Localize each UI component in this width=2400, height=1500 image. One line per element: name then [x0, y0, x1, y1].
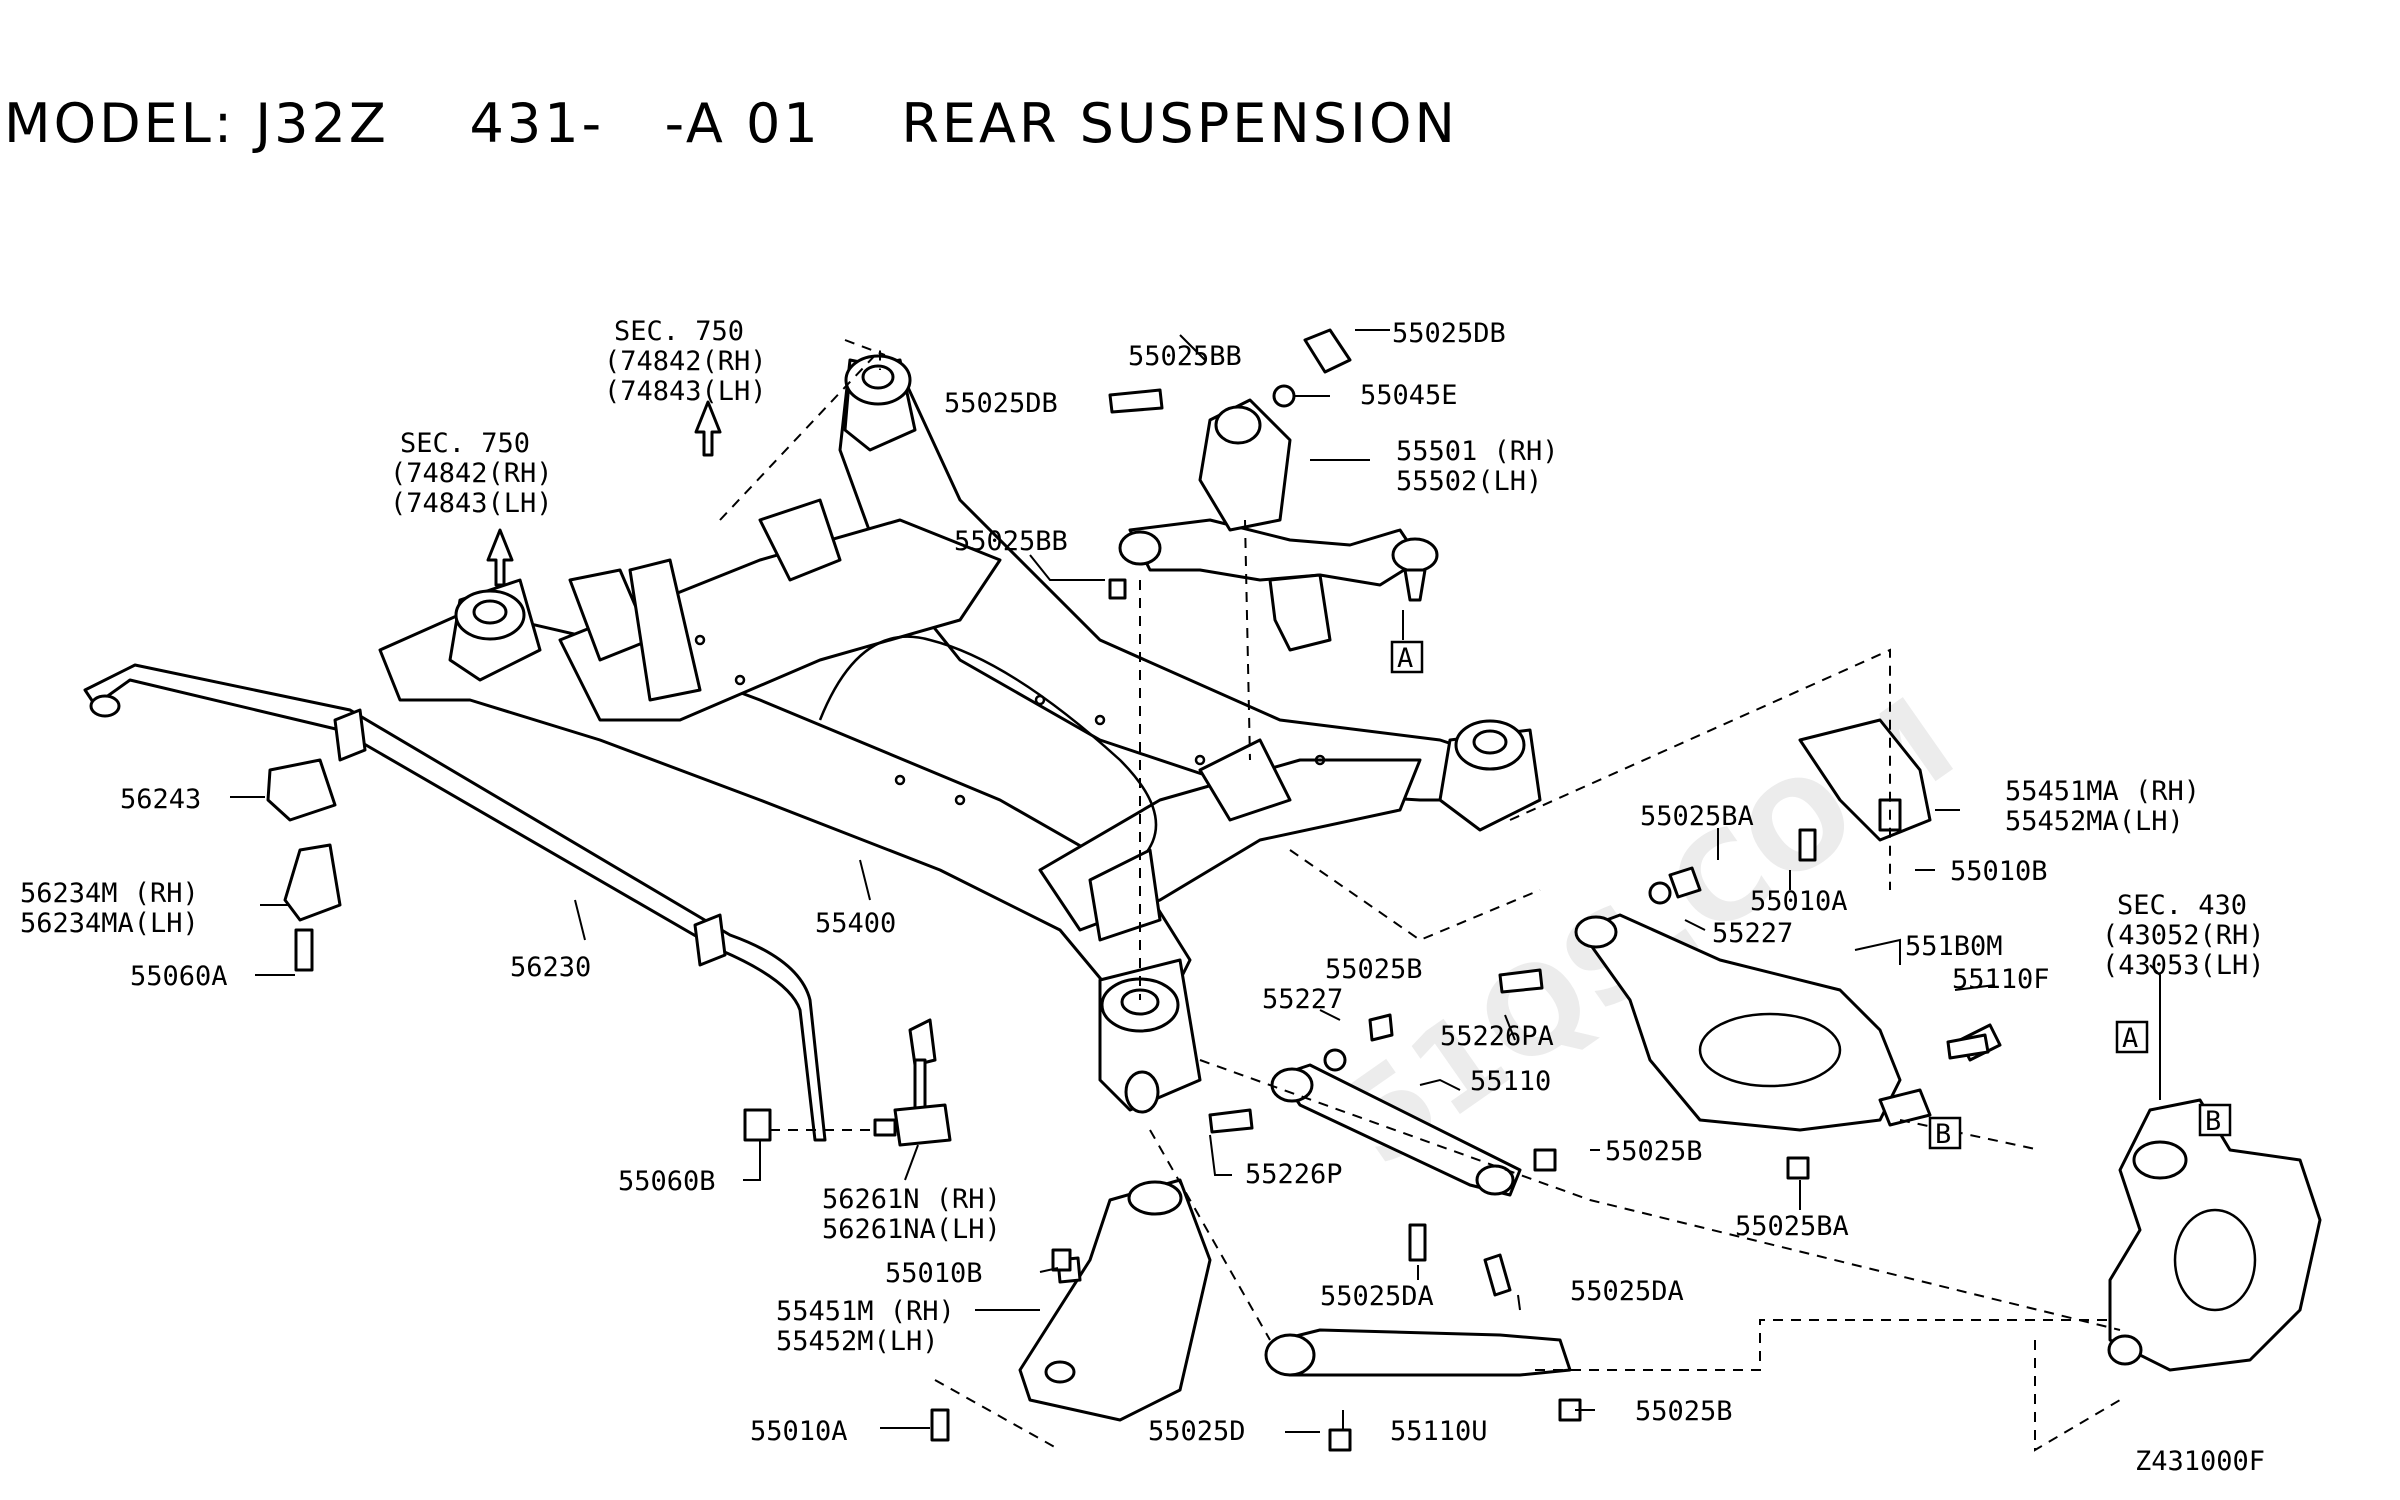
part-label-55025BA-top: 55025BA — [1640, 801, 1754, 832]
upper-arm-drawing — [1118, 398, 1439, 652]
part-label-55227-b: 55227 — [1262, 984, 1343, 1015]
part-label-55451MA: 55451MA (RH) — [2005, 776, 2200, 807]
upper-plate-55451MA-drawing — [1798, 718, 1932, 862]
part-label-55110: 55110 — [1470, 1066, 1551, 1097]
part-label-55010A-mid: 55010A — [1750, 886, 1848, 917]
subframe-drawing — [378, 354, 1542, 1114]
part-label-56234M: 56234M (RH) — [20, 878, 199, 909]
part-label-55025B-b: 55025B — [1605, 1136, 1703, 1167]
sec-750-lower-title: SEC. 750 — [400, 428, 530, 459]
part-label-55045E: 55045E — [1360, 380, 1458, 411]
part-label-55025DB-top: 55025DB — [1392, 318, 1506, 349]
part-label-56243: 56243 — [120, 784, 201, 815]
part-labels: 55025DB 55025BB 55025DB 55045E 55501 (RH… — [20, 318, 2200, 1447]
part-label-55025D: 55025D — [1148, 1416, 1246, 1447]
diagram-code: Z431000F — [2135, 1446, 2265, 1477]
callout-A-knuckle: A — [2115, 1020, 2149, 1054]
lateral-link-55110-drawing — [1270, 1063, 1522, 1197]
part-label-55025BA-low: 55025BA — [1735, 1211, 1849, 1242]
stabilizer-mounts-drawing — [266, 758, 772, 1142]
part-label-55010B-right: 55010B — [1950, 856, 2048, 887]
part-label-55226P: 55226P — [1245, 1159, 1343, 1190]
part-label-55010A-low: 55010A — [750, 1416, 848, 1447]
sec-750-upper-lh: (74843(LH) — [604, 376, 767, 407]
part-label-55025BB-mid: 55025BB — [954, 526, 1068, 557]
fasteners-drawing — [1051, 328, 1990, 1422]
part-label-55452M: 55452M(LH) — [776, 1326, 939, 1357]
sec-750-lower-rh: (74842(RH) — [390, 458, 553, 489]
part-label-56261NA: 56261NA(LH) — [822, 1214, 1001, 1245]
leader-lines — [230, 329, 2161, 1452]
part-label-55226PA: 55226PA — [1440, 1021, 1554, 1052]
sec-430-rh: (43052(RH) — [2102, 920, 2265, 951]
sec-430-title: SEC. 430 — [2117, 890, 2247, 921]
part-label-55025DA-b: 55025DA — [1570, 1276, 1684, 1307]
sec-750-upper-rh: (74842(RH) — [604, 346, 767, 377]
svg-text:B: B — [2205, 1106, 2221, 1137]
section-ref-430: SEC. 430 (43052(RH) (43053(LH) — [2102, 890, 2265, 981]
part-label-55025BB-top: 55025BB — [1128, 341, 1242, 372]
sec-430-lh: (43053(LH) — [2102, 950, 2265, 981]
part-label-55227-a: 55227 — [1712, 918, 1793, 949]
part-label-55110F: 55110F — [1952, 964, 2050, 995]
callout-B-arm: B — [1928, 1116, 1962, 1150]
part-label-55060B: 55060B — [618, 1166, 716, 1197]
part-label-551B0M: 551B0M — [1905, 931, 2003, 962]
section-ref-750-lower: SEC. 750 (74842(RH) (74843(LH) — [390, 428, 553, 519]
part-label-55451M: 55451M (RH) — [776, 1296, 955, 1327]
lower-plate-55451M-drawing — [930, 1178, 1212, 1442]
page-title: MODEL: J32Z 431- -A 01 REAR SUSPENSION — [4, 92, 1458, 155]
part-label-55452MA: 55452MA(LH) — [2005, 806, 2184, 837]
part-label-55400: 55400 — [815, 908, 896, 939]
sec-750-lower-lh: (74843(LH) — [390, 488, 553, 519]
section-arrows — [486, 400, 722, 587]
svg-text:A: A — [2122, 1023, 2138, 1054]
part-label-55025DA-a: 55025DA — [1320, 1281, 1434, 1312]
knuckle-drawing — [2107, 1098, 2322, 1372]
part-label-55025DB-left: 55025DB — [944, 388, 1058, 419]
stabilizer-bar-drawing — [83, 663, 827, 1142]
link-55110U-drawing — [1264, 1328, 1572, 1452]
part-label-55502: 55502(LH) — [1396, 466, 1542, 497]
part-label-55025B-c: 55025B — [1635, 1396, 1733, 1427]
part-label-56230: 56230 — [510, 952, 591, 983]
part-label-55010B-low: 55010B — [885, 1258, 983, 1289]
callout-A-upper: A — [1390, 640, 1424, 674]
svg-text:B: B — [1935, 1119, 1951, 1150]
part-label-55110U: 55110U — [1390, 1416, 1488, 1447]
part-label-55501: 55501 (RH) — [1396, 436, 1559, 467]
section-ref-750-upper: SEC. 750 (74842(RH) (74843(LH) — [604, 316, 767, 407]
callout-B-knuckle: B — [2198, 1103, 2232, 1137]
part-label-55025B-a: 55025B — [1325, 954, 1423, 985]
stabilizer-link-drawing — [873, 1018, 952, 1147]
part-label-55060A: 55060A — [130, 961, 228, 992]
svg-text:A: A — [1397, 643, 1413, 674]
part-label-56261N: 56261N (RH) — [822, 1184, 1001, 1215]
sec-750-upper-title: SEC. 750 — [614, 316, 744, 347]
part-label-56234MA: 56234MA(LH) — [20, 908, 199, 939]
